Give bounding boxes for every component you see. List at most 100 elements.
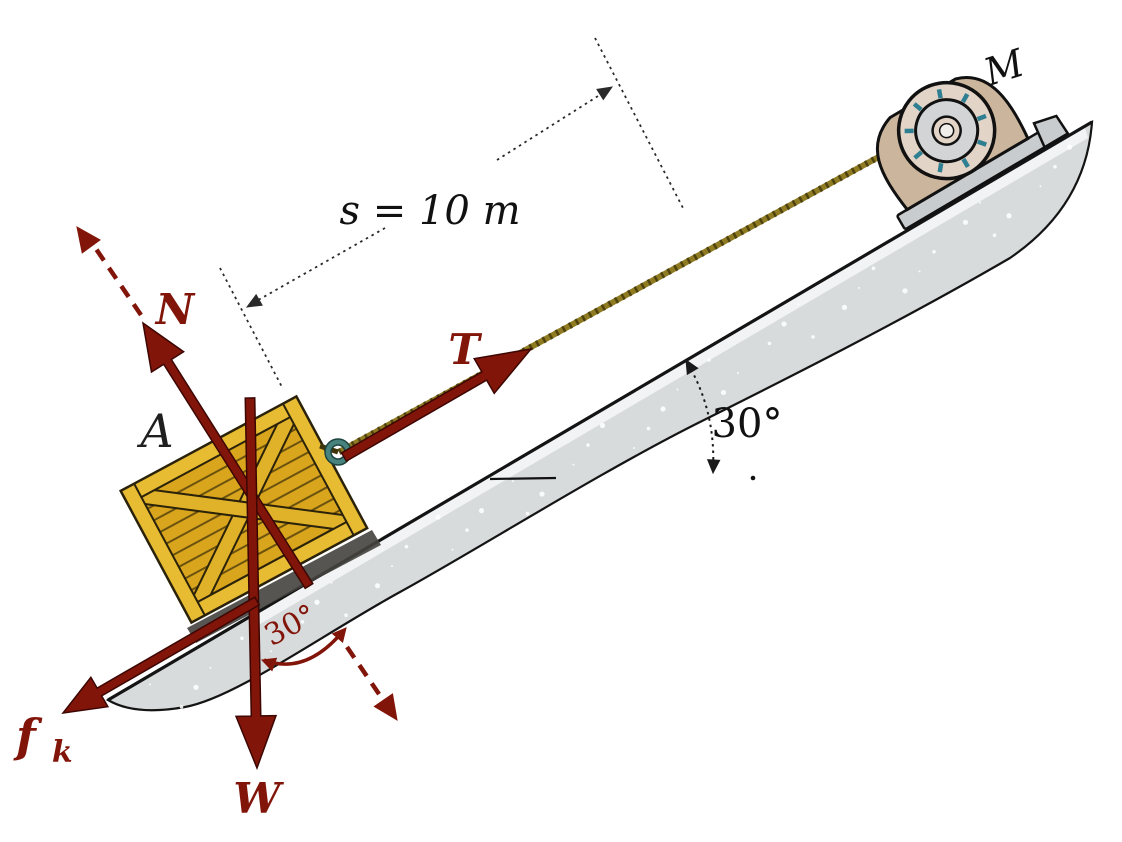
- drum-bolt: [937, 162, 944, 173]
- drum-bolt: [961, 157, 970, 168]
- speckle-dot: [633, 447, 635, 450]
- speckle-dot: [465, 528, 469, 532]
- incline-angle-arc: [687, 363, 715, 471]
- speckle-dot: [720, 389, 727, 396]
- speckle-dot: [435, 514, 441, 520]
- speckle-dot: [330, 581, 333, 584]
- speckle-dot: [841, 304, 848, 310]
- speckle-dot: [240, 636, 244, 641]
- speckle-dot: [404, 544, 409, 549]
- speckle-dot: [646, 426, 651, 431]
- dim-extension-tick-right: [594, 37, 684, 209]
- label-friction-f: f: [13, 709, 43, 763]
- crate-slat-line: [174, 492, 345, 585]
- speckle-dot: [1039, 185, 1042, 188]
- speckle-dot: [478, 508, 485, 514]
- incline-highlight: [250, 128, 1088, 627]
- speckle-dot: [737, 371, 739, 374]
- distance-dimension-lines: [219, 37, 684, 390]
- dim-line-right: [496, 90, 607, 161]
- speckle-dot: [539, 491, 545, 497]
- dim-line-left: [252, 227, 386, 304]
- speckle-dot: [586, 443, 590, 447]
- speckle-dot: [797, 303, 800, 306]
- normal-force-N-vector: [141, 321, 314, 590]
- speckle-dot: [781, 321, 787, 327]
- label-friction-k-subscript: k: [52, 735, 73, 770]
- wooden-crate: [118, 394, 369, 625]
- drum-bolt: [976, 139, 987, 147]
- label-distance-s: s = 10 m: [339, 188, 520, 234]
- label-incline-angle-30deg: 30°: [712, 401, 783, 447]
- speckle-dot: [902, 288, 908, 294]
- speckle-dot: [179, 705, 184, 709]
- crate-slat-line: [149, 445, 320, 539]
- speckle-dot: [660, 406, 666, 412]
- drum-bolt: [960, 92, 970, 104]
- weight-angle-arc-arrowhead: [331, 627, 347, 644]
- speckle-dot: [314, 599, 320, 605]
- speckle-dot: [209, 666, 212, 669]
- label-normal-force-N: N: [154, 285, 196, 334]
- speckle-dot: [962, 219, 969, 225]
- horizontal-reference-line: [489, 476, 557, 481]
- speckle-dot: [374, 583, 381, 589]
- drum-bolt: [913, 150, 924, 160]
- speckle-dot: [525, 511, 530, 516]
- drum-bolt: [904, 128, 914, 134]
- speckle-dot: [858, 286, 860, 289]
- crate-diagonal-brace: [133, 488, 355, 531]
- speckle-dot: [1053, 164, 1057, 169]
- incline-surface: [105, 119, 1094, 712]
- dim-line-right-arrowhead: [596, 86, 614, 101]
- speckle-dot: [149, 683, 151, 686]
- winch-chock: [1032, 114, 1070, 150]
- crate-frame-plank: [119, 482, 207, 624]
- speckle-dot: [1066, 144, 1073, 150]
- speckle-dot: [344, 613, 348, 617]
- speckle-dot: [676, 388, 679, 391]
- crate-slat-line: [143, 434, 313, 527]
- drum-bolt: [912, 102, 923, 112]
- rope-twist-texture: [337, 139, 908, 455]
- speckle-dot: [512, 480, 514, 483]
- label-tension-T: T: [448, 325, 482, 374]
- speckle-dot: [270, 650, 272, 653]
- friction-fk-vector: [61, 596, 261, 714]
- speckle-dot: [599, 422, 606, 429]
- incline-top-edge: [107, 120, 1093, 702]
- speckle-dot: [300, 619, 305, 624]
- motor-winch: [875, 76, 1070, 230]
- speckle-dot: [767, 341, 772, 346]
- horizontal-reference-dot: [750, 475, 756, 481]
- drum-axle-hole: [938, 122, 955, 139]
- normal-axis-extension: [90, 241, 143, 317]
- negative-y-axis-arrowhead: [373, 693, 398, 721]
- speckle-dot: [1006, 213, 1012, 219]
- label-friction-fk: f k: [13, 709, 73, 770]
- speckle-dot: [391, 565, 393, 568]
- speckle-dot: [707, 358, 711, 362]
- incline-angle-annotation: [489, 358, 756, 481]
- dim-line-left-arrowhead: [245, 293, 263, 308]
- diagram-labels: N A T W f k M s = 10 m 30° 30°: [13, 40, 1030, 823]
- incline-angle-arc-arrowhead: [706, 459, 721, 475]
- speckle-dot: [979, 201, 981, 204]
- speckle-dot: [918, 270, 921, 273]
- dim-extension-tick-left: [219, 267, 284, 390]
- incline-angle-arc-arrowhead: [685, 358, 699, 376]
- normal-axis-extension-arrowhead: [76, 226, 101, 254]
- negative-y-axis: [345, 645, 383, 699]
- label-weight-W: W: [233, 774, 284, 823]
- force-vectors: [61, 226, 533, 771]
- weight-W-vector: [234, 397, 278, 771]
- label-point-A: A: [136, 404, 173, 458]
- drum-bolt: [936, 88, 943, 99]
- speckle-dot: [193, 684, 199, 690]
- speckle-dot: [932, 250, 936, 254]
- winch-group: [875, 76, 1070, 230]
- crate-group: [118, 394, 369, 625]
- weight-angle-arc-arrowhead: [260, 657, 278, 672]
